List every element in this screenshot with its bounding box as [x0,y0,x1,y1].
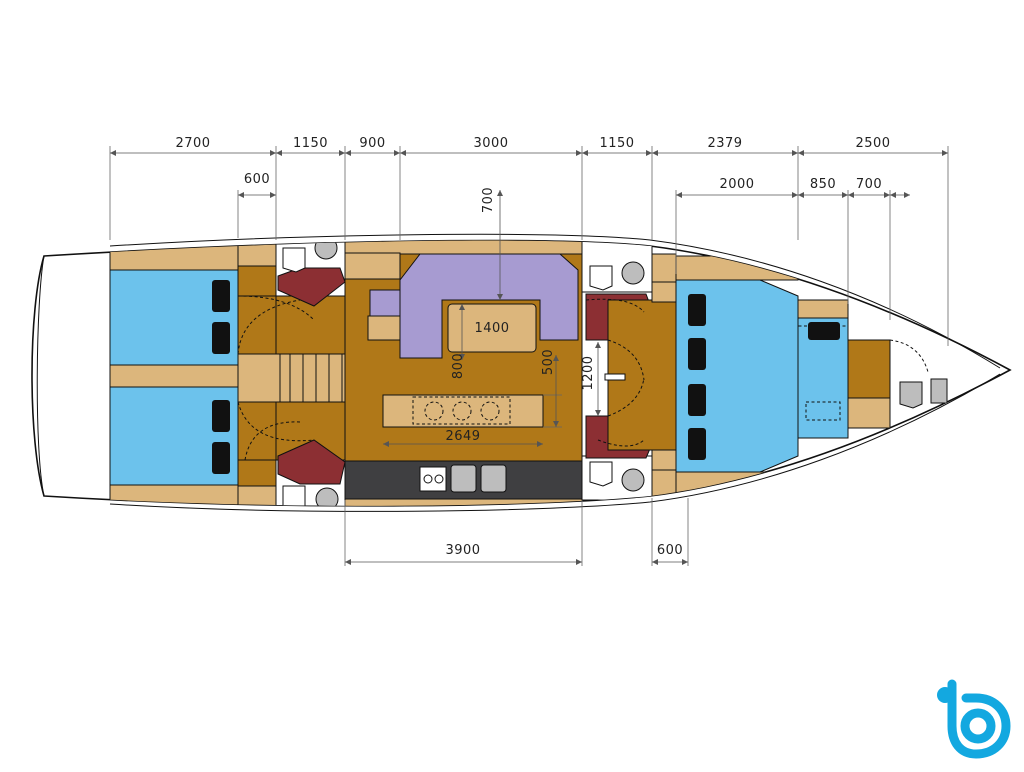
pillow [688,428,706,460]
dimension-arrow [652,559,658,565]
dimension-arrow [676,192,682,198]
dimension-arrow [345,150,351,156]
dimension-label: 500 [541,349,556,375]
galley-sink-2 [480,464,507,493]
dimension-label: 800 [451,353,466,379]
saloon-settee [399,253,579,359]
dimension-label: 600 [244,172,270,187]
pillow [688,338,706,370]
dimension-label: 600 [657,543,683,558]
dimension-arrow [459,304,465,310]
dimension-arrow [110,150,116,156]
door-swings [237,295,929,461]
sink-circles [412,396,511,425]
dimension-arrow [942,150,948,156]
dimension-arrow [646,150,652,156]
forepeak-head [899,378,948,409]
pillow [688,384,706,416]
fwd-head-starboard [581,415,653,501]
aft-head-starboard [275,439,346,506]
saloon-table [447,303,537,353]
dimension-arrow [595,342,601,348]
dimension-arrow [270,150,276,156]
dimension-arrow [842,192,848,198]
dimension-arrow [459,354,465,360]
dimension-label: 2000 [719,177,754,192]
pillow [212,400,230,432]
dimension-arrow [238,192,244,198]
dimension-arrow [904,192,910,198]
berth-pillows [212,280,840,474]
dimension-arrow [497,190,503,196]
pillow [688,294,706,326]
dimension-arrow [890,192,896,198]
dimension-arrow [582,150,588,156]
dimension-arrow [576,150,582,156]
dimension-arrow [848,192,854,198]
dimension-label: 1400 [474,321,509,336]
brand-logo-icon [937,679,1011,759]
dimension-arrow [270,192,276,198]
dimension-arrow [652,150,658,156]
dimension-arrow [792,150,798,156]
dimension-arrow [884,192,890,198]
pillow [212,442,230,474]
forepeak-locker [847,339,891,399]
forward-cabin-berth [675,279,799,473]
dimension-arrow [576,559,582,565]
galley-sink-1 [450,464,477,493]
pillow [808,322,840,340]
settee-side-cushion [369,289,401,317]
dimension-arrow [400,150,406,156]
dimension-arrow [497,294,503,300]
stove-icon [419,466,447,492]
dimension-label: 850 [810,177,836,192]
dimension-arrow [798,150,804,156]
companionway-steps [275,295,346,461]
dimension-arrow [792,192,798,198]
dimension-label: 2700 [175,136,210,151]
dimension-arrow [394,150,400,156]
dimension-label: 700 [481,187,496,213]
dimension-label: 1150 [293,136,328,151]
dimension-label: 3900 [445,543,480,558]
dimension-arrow [553,355,559,361]
dimension-arrow [345,559,351,565]
dimension-label: 2500 [855,136,890,151]
dimension-arrow [339,150,345,156]
dimension-arrow [276,150,282,156]
dimension-arrow [383,441,389,447]
pillow [212,280,230,312]
dimension-lines: 2700 1150 900 3000 1150 2379 2500 2000 850 700 600… [109,136,949,566]
dimension-label: 700 [856,177,882,192]
dimension-label: 2379 [707,136,742,151]
pillow [212,322,230,354]
saloon-shelf-top [344,240,583,255]
dimension-arrow [798,192,804,198]
dimension-arrow [595,410,601,416]
dimension-label: 900 [359,136,385,151]
door-threshold [604,373,626,381]
saloon-shelf-top-2 [344,252,401,280]
saloon-side-bench [367,315,401,341]
dimension-label: 1150 [599,136,634,151]
dimension-label: 3000 [473,136,508,151]
dimension-label: 2649 [445,429,480,444]
galley-island [382,394,544,428]
dimension-label: 1200 [581,355,596,390]
aft-head-port [275,240,346,307]
galley-shelf [344,498,583,506]
dimension-arrow [553,421,559,427]
dimension-arrow [682,559,688,565]
dimension-arrow [537,441,543,447]
